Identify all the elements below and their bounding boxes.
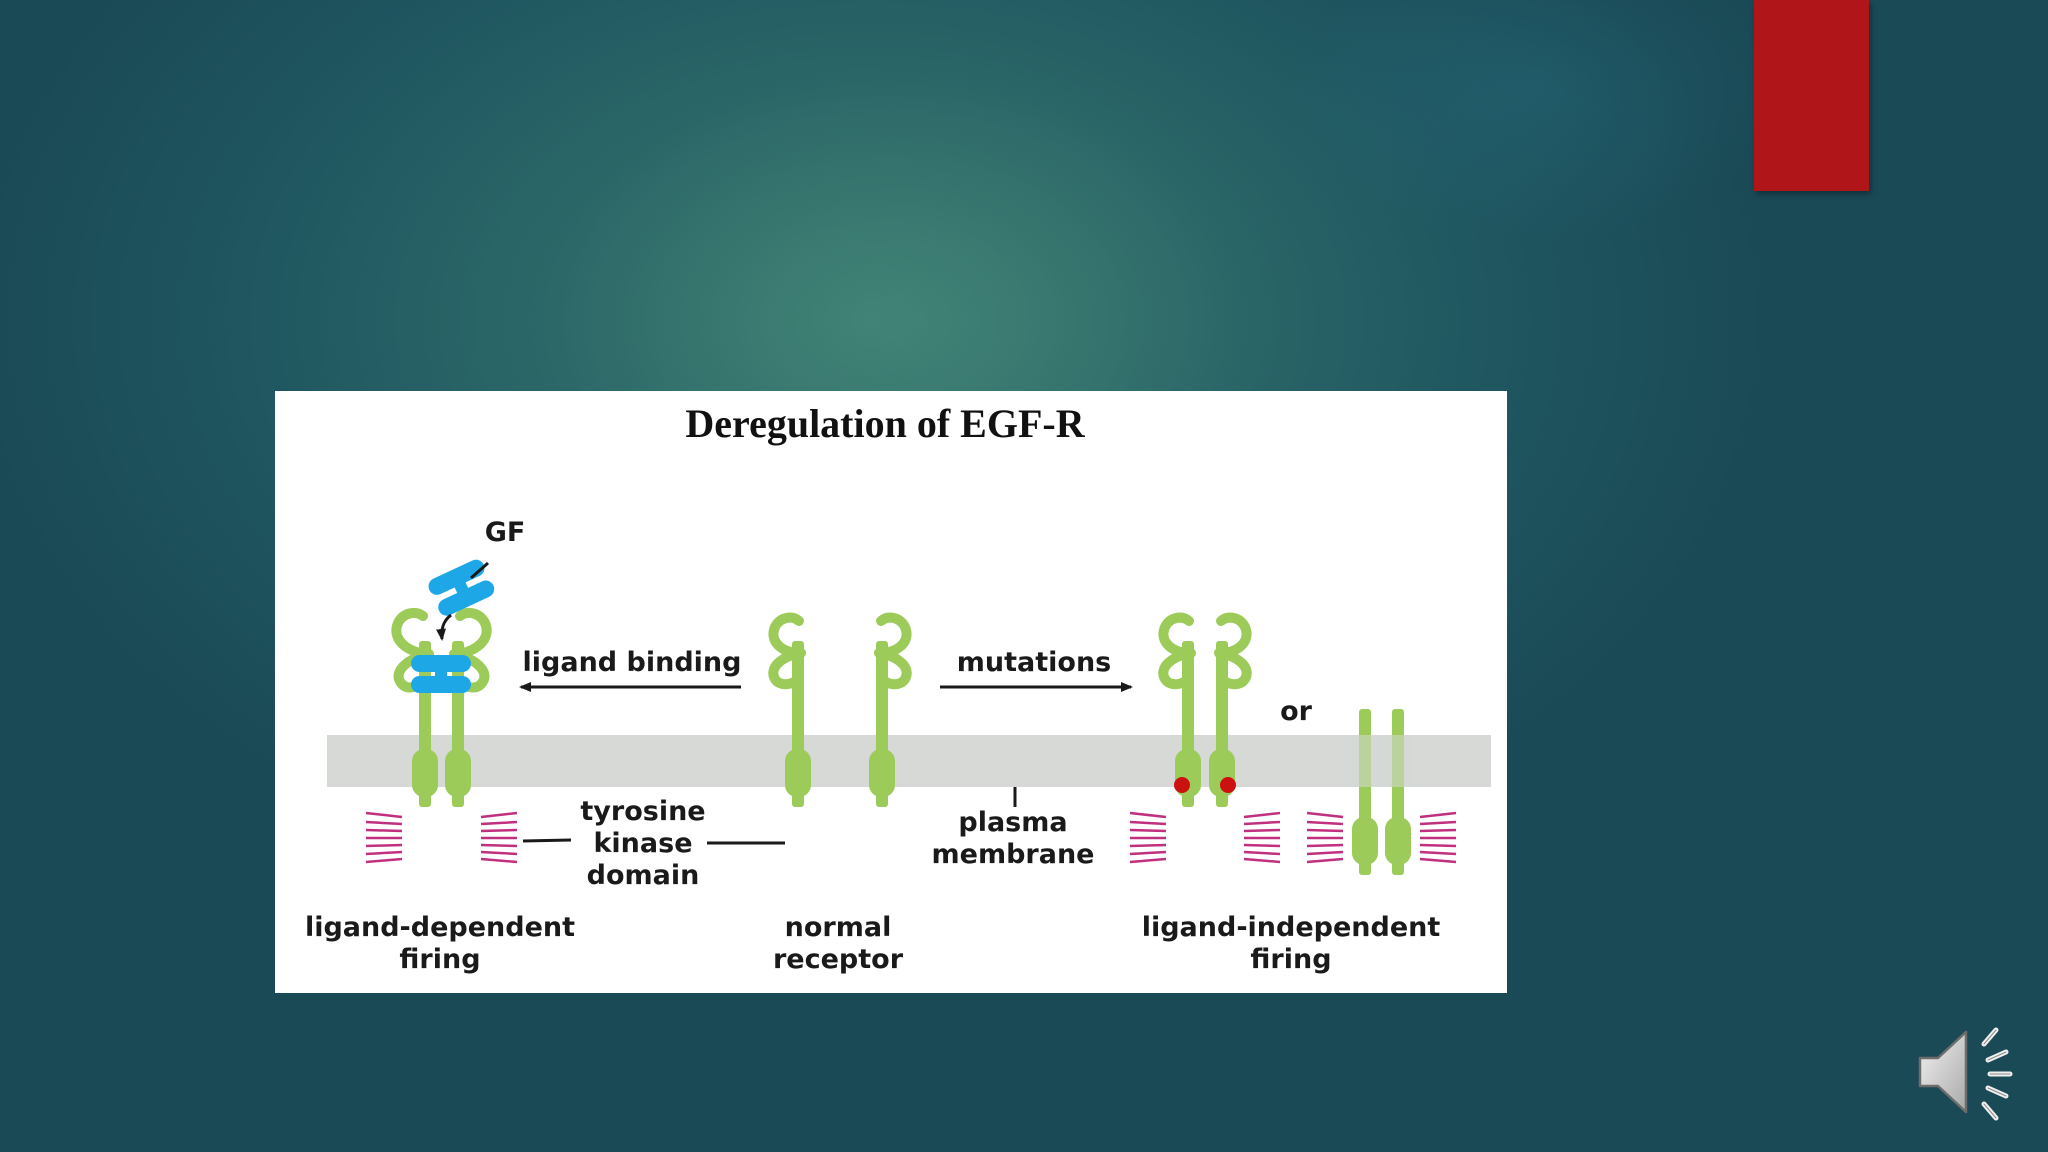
ligand-independent-receptor-a: [1158, 612, 1252, 807]
ligand-dependent-label: ligand-dependent: [305, 912, 575, 943]
speaker-icon[interactable]: [1912, 1022, 2022, 1122]
tyrosine-label: tyrosine: [580, 796, 705, 827]
figure-title: Deregulation of EGF-R: [685, 401, 1085, 446]
normal-receptor: [768, 612, 912, 807]
accent-tab: [1754, 0, 1869, 191]
mutation-dot: [1220, 777, 1236, 793]
gf-label: GF: [485, 517, 526, 548]
plasma-membrane-band: [1351, 735, 1413, 787]
receptor-label: receptor: [773, 944, 904, 975]
plasma-membrane-band: [327, 735, 1491, 787]
signal-burst-mutant-b: [1305, 811, 1458, 864]
ligand-independent-receptor-b: [1352, 709, 1411, 875]
normal-label: normal: [785, 912, 892, 943]
bound-growth-factor: [411, 655, 471, 693]
ligand-independent-label: ligand-independent: [1142, 912, 1441, 943]
plasma-label: plasma: [958, 807, 1067, 838]
egfr-figure: Deregulation of EGF-R GF: [275, 391, 1507, 993]
gf-leader-line: [470, 561, 489, 580]
free-growth-factor: [428, 559, 495, 616]
gf-binding-arrow: [436, 613, 452, 641]
ligand-binding-label: ligand binding: [523, 647, 742, 678]
firing-left-label: firing: [399, 944, 480, 975]
ligand-dependent-receptor: [391, 607, 492, 807]
kinase-label: kinase: [593, 828, 692, 859]
mutation-dot: [1174, 777, 1190, 793]
membrane-label: membrane: [932, 839, 1095, 870]
domain-label: domain: [587, 860, 700, 891]
mutations-label: mutations: [957, 647, 1112, 678]
kinase-leader-left: [522, 838, 572, 843]
signal-burst-mutant-a: [1128, 811, 1282, 864]
firing-right-label: firing: [1250, 944, 1331, 975]
background-glow: [1280, 0, 1780, 240]
or-label: or: [1280, 696, 1313, 727]
signal-burst-left-1: [364, 811, 519, 864]
